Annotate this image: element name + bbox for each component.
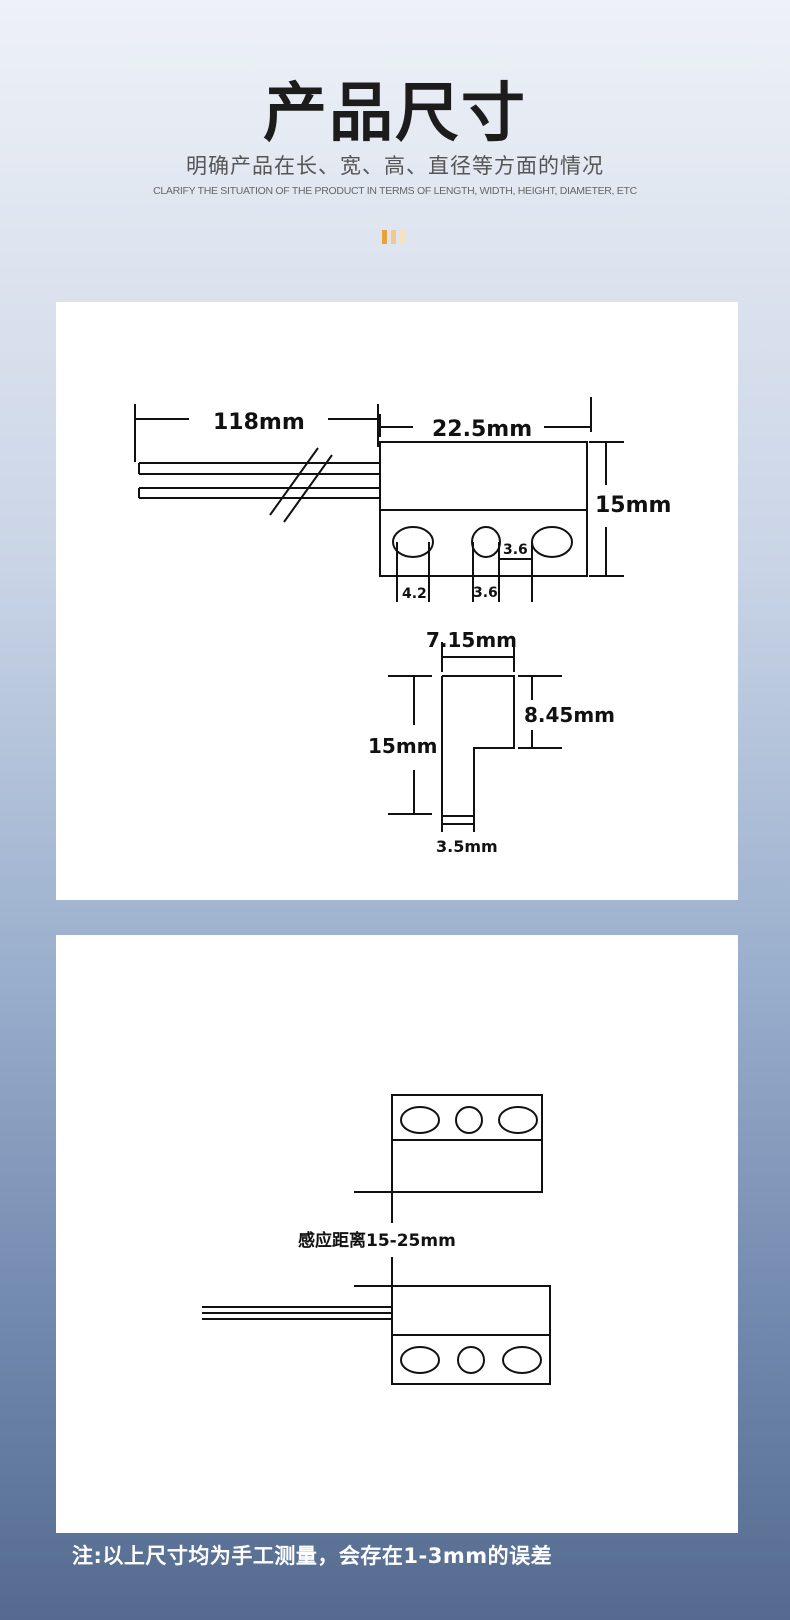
page-subtitle: 明确产品在长、宽、高、直径等方面的情况	[186, 154, 604, 178]
base-width-label: 3.5mm	[436, 837, 498, 856]
body-height-label: 15mm	[595, 493, 671, 518]
wire-length-label: 118mm	[213, 410, 305, 435]
measurement-footnote: 注:以上尺寸均为手工测量，会存在1-3mm的误差	[72, 1544, 553, 1568]
hole-gap-top-label: 3.6	[503, 542, 528, 558]
body-length-label: 22.5mm	[432, 417, 532, 442]
sensing-panel: 感应距离15-25mm	[56, 935, 738, 1533]
deco-bar	[382, 230, 387, 244]
deco-bar	[391, 230, 396, 244]
hole-gap-bottom-label: 3.6	[473, 585, 498, 601]
decorative-bars	[382, 230, 405, 244]
hole-width-label: 4.2	[402, 586, 427, 602]
step-height-label: 8.45mm	[524, 703, 615, 727]
deco-bar	[400, 230, 405, 244]
sensing-distance-drawing: 感应距离15-25mm	[202, 1094, 551, 1385]
page-title: 产品尺寸	[263, 77, 527, 151]
page-subtitle-english: CLARIFY THE SITUATION OF THE PRODUCT IN …	[153, 185, 637, 197]
top-width-label: 7.15mm	[426, 628, 517, 652]
dimension-drawing: 118mm 22.5mm 15mm 3.6 4.2 3.6 7.15mm 8.4…	[134, 397, 671, 856]
dimension-panel: 118mm 22.5mm 15mm 3.6 4.2 3.6 7.15mm 8.4…	[56, 302, 738, 900]
sensing-distance-label: 感应距离15-25mm	[298, 1230, 456, 1251]
total-height-label: 15mm	[368, 734, 438, 758]
